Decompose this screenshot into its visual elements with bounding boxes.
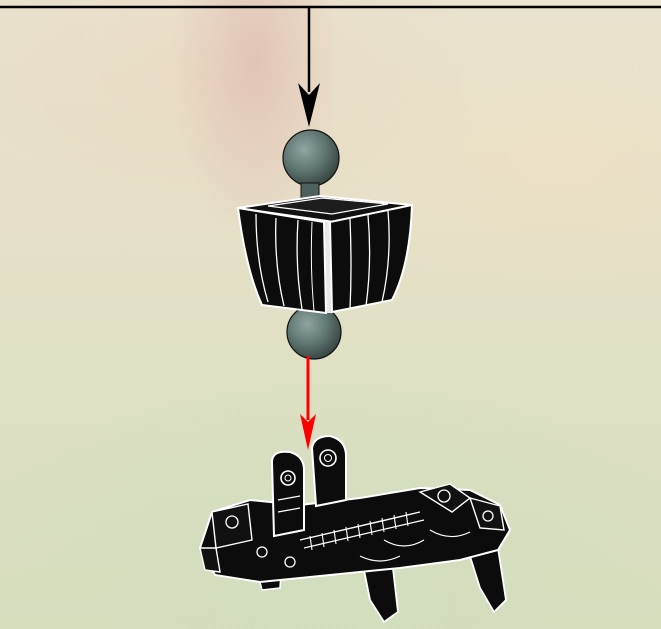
ball-joint-connector-part — [238, 130, 412, 359]
insert-arrow-black — [298, 8, 320, 127]
attach-arrow-red — [300, 356, 316, 450]
top-ball-joint — [283, 130, 339, 186]
bottom-ball-joint — [287, 305, 341, 359]
leg-base-assembly-part — [200, 436, 510, 622]
